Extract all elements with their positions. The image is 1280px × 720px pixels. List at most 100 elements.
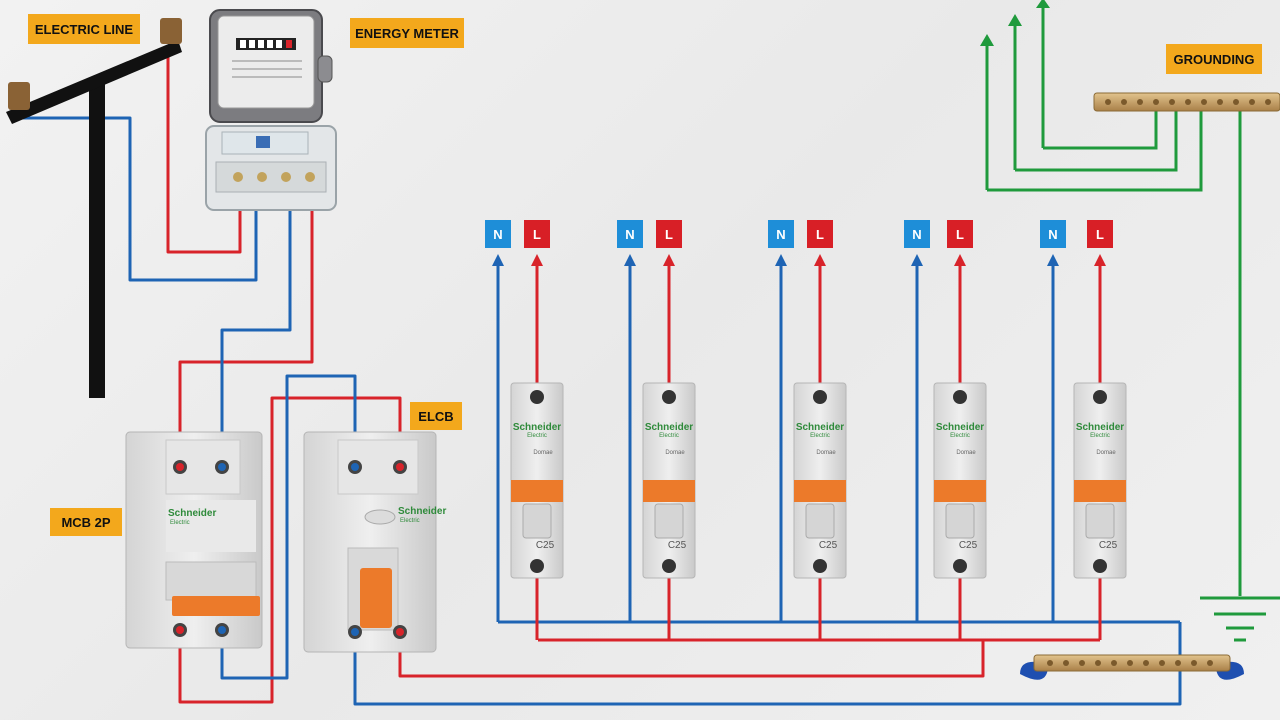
elcb-toggle xyxy=(360,568,392,628)
ground-symbol-icon xyxy=(1200,596,1280,642)
arrow-up-icon xyxy=(492,254,504,266)
breaker-series: Domae xyxy=(956,450,976,456)
breaker-brand-sub: Electric xyxy=(1090,433,1110,439)
label-elcb: ELCB xyxy=(410,402,462,430)
live-wire-pole-meter xyxy=(166,45,242,254)
live-tag-label: L xyxy=(816,227,824,242)
elcb-breaker: Schneider Electric xyxy=(303,431,446,653)
live-terminal-tag: L xyxy=(524,220,550,248)
elcb-brand-sub: Electric xyxy=(400,518,420,524)
neutral-terminal-tag: N xyxy=(768,220,794,248)
arrow-up-icon xyxy=(663,254,675,266)
arrow-up-icon xyxy=(1036,0,1050,8)
breaker-rating: C25 xyxy=(668,540,687,551)
breaker-rating: C25 xyxy=(536,540,555,551)
elcb-label: ELCB xyxy=(418,409,453,424)
breaker-toggle xyxy=(794,480,846,502)
energy-meter-icon xyxy=(205,9,337,211)
label-grounding: GROUNDING xyxy=(1166,44,1262,74)
breaker-brand: Schneider xyxy=(513,422,561,433)
live-terminal-tag: L xyxy=(947,220,973,248)
neutral-tag-label: N xyxy=(912,227,921,242)
arrow-up-icon xyxy=(1094,254,1106,266)
live-tag-label: L xyxy=(956,227,964,242)
live-tag-label: L xyxy=(533,227,541,242)
breaker-brand: Schneider xyxy=(936,422,984,433)
grounding-busbar-icon xyxy=(1093,92,1280,112)
breaker-brand-sub: Electric xyxy=(527,433,547,439)
breaker-brand-sub: Electric xyxy=(810,433,830,439)
neutral-tag-label: N xyxy=(625,227,634,242)
live-tag-label: L xyxy=(1096,227,1104,242)
live-terminal-tag: L xyxy=(656,220,682,248)
arrow-up-icon xyxy=(814,254,826,266)
live-wire-elcb-bus xyxy=(398,630,985,678)
label-electric-line: ELECTRIC LINE xyxy=(28,14,140,44)
live-wire-meter-mcb xyxy=(178,205,314,465)
live-tag-label: L xyxy=(665,227,673,242)
mcb-brand-sub: Electric xyxy=(170,520,190,526)
mcb-2p-label: MCB 2P xyxy=(61,515,110,530)
breaker-brand: Schneider xyxy=(796,422,844,433)
breaker-toggle xyxy=(511,480,563,502)
arrow-up-icon xyxy=(1047,254,1059,266)
neutral-terminal-tag: N xyxy=(617,220,643,248)
breaker-rating: C25 xyxy=(959,540,978,551)
neutral-busbar-icon xyxy=(1020,654,1244,680)
breaker-series: Domae xyxy=(816,450,836,456)
breaker-toggle xyxy=(934,480,986,502)
live-terminal-tag: L xyxy=(1087,220,1113,248)
mcb-toggle xyxy=(172,596,260,616)
arrow-up-icon xyxy=(624,254,636,266)
breaker-series: Domae xyxy=(665,450,685,456)
neutral-terminal-tag: N xyxy=(1040,220,1066,248)
label-energy-meter: ENERGY METER xyxy=(350,18,464,48)
utility-pole-icon xyxy=(6,18,182,398)
breaker-brand: Schneider xyxy=(645,422,693,433)
neutral-wire-meter-mcb xyxy=(220,205,292,465)
mcb-2p-breaker: Schneider Electric xyxy=(125,431,263,649)
neutral-terminal-tag: N xyxy=(904,220,930,248)
live-terminal-tag: L xyxy=(807,220,833,248)
arrow-up-icon xyxy=(980,34,994,46)
breaker-series: Domae xyxy=(533,450,553,456)
breaker-rating: C25 xyxy=(819,540,838,551)
ground-wire-2 xyxy=(1013,22,1178,172)
arrow-up-icon xyxy=(954,254,966,266)
breaker-brand: Schneider xyxy=(1076,422,1124,433)
arrow-up-icon xyxy=(775,254,787,266)
arrow-up-icon xyxy=(911,254,923,266)
elcb-brand: Schneider xyxy=(398,506,446,517)
label-mcb-2p: MCB 2P xyxy=(50,508,122,536)
arrow-up-icon xyxy=(1008,14,1022,26)
grounding-label: GROUNDING xyxy=(1174,52,1255,67)
neutral-tag-label: N xyxy=(776,227,785,242)
neutral-tag-label: N xyxy=(1048,227,1057,242)
mcb-brand: Schneider xyxy=(168,508,216,519)
neutral-terminal-tag: N xyxy=(485,220,511,248)
breaker-brand-sub: Electric xyxy=(950,433,970,439)
neutral-tag-label: N xyxy=(493,227,502,242)
breaker-toggle xyxy=(643,480,695,502)
breaker-series: Domae xyxy=(1096,450,1116,456)
arrow-up-icon xyxy=(531,254,543,266)
energy-meter-label: ENERGY METER xyxy=(355,26,459,41)
electric-line-label: ELECTRIC LINE xyxy=(35,22,134,37)
live-wire-mcb-elcb xyxy=(178,396,402,704)
ground-wire-1 xyxy=(985,42,1203,192)
breaker-brand-sub: Electric xyxy=(659,433,679,439)
ground-wire-3 xyxy=(1041,2,1158,150)
